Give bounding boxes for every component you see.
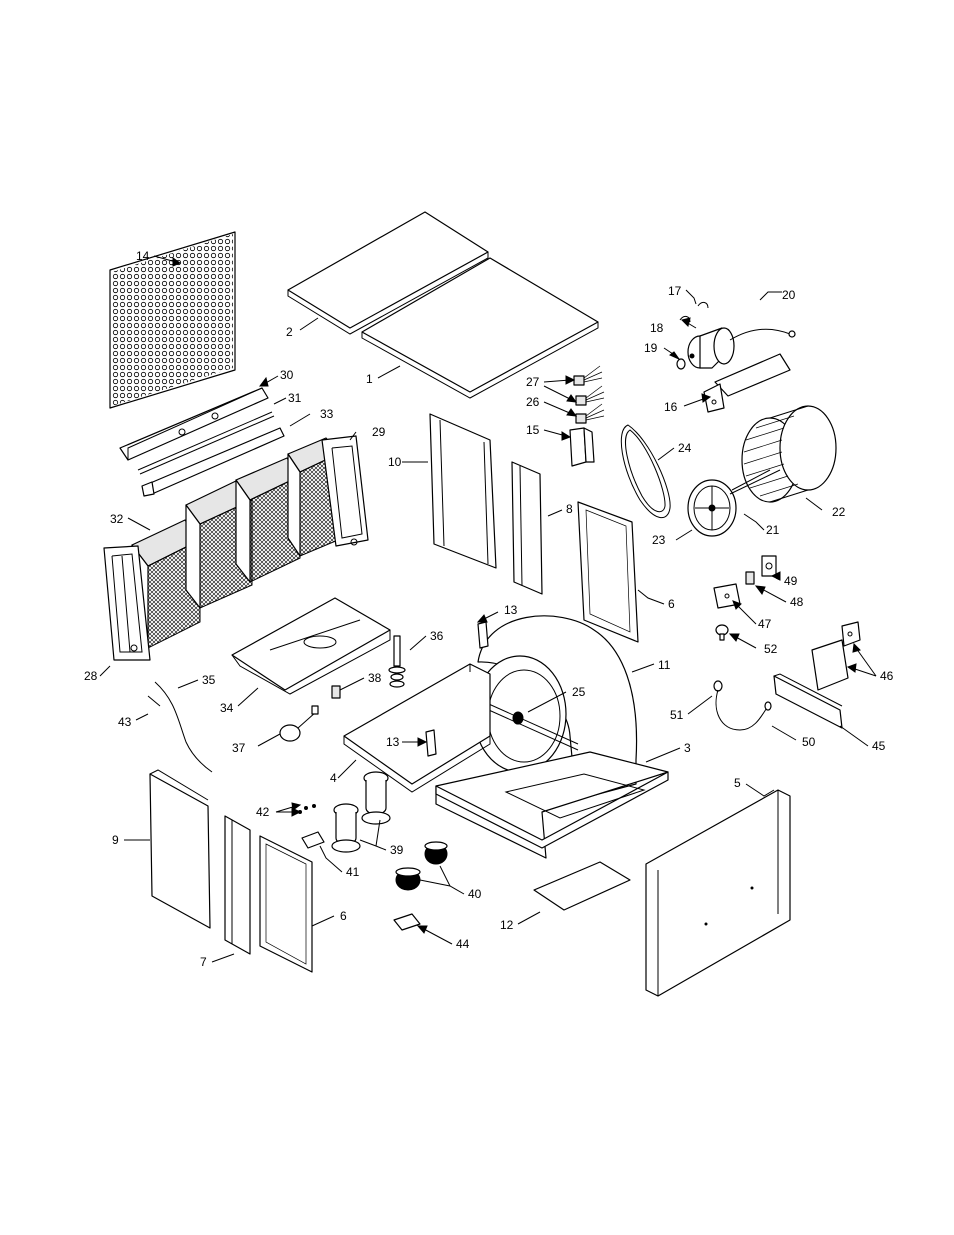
part-13-bracket-lower [426, 730, 436, 756]
callout-12: 12 [500, 918, 514, 932]
callout-33: 33 [320, 407, 334, 421]
callout-36: 36 [430, 629, 444, 643]
callout-46: 46 [880, 669, 894, 683]
part-19-washer [677, 359, 685, 369]
callout-3: 3 [684, 741, 691, 755]
callout-24: 24 [678, 441, 692, 455]
callout-40: 40 [468, 887, 482, 901]
callout-5: 5 [734, 776, 741, 790]
callout-6-lower: 6 [340, 909, 347, 923]
part-37-float-valve [280, 706, 318, 741]
part-34-water-pan [232, 598, 390, 694]
callout-34: 34 [220, 701, 234, 715]
part-26-wire-connector [576, 404, 604, 423]
callout-13-lower: 13 [386, 735, 400, 749]
callout-19: 19 [644, 341, 658, 355]
callout-26: 26 [526, 395, 540, 409]
callout-48: 48 [790, 595, 804, 609]
part-52-plug [716, 625, 728, 640]
part-6-lower-panel [260, 836, 312, 972]
callout-22: 22 [832, 505, 846, 519]
part-49-switch-plate [762, 556, 776, 576]
callout-47: 47 [758, 617, 772, 631]
callout-49: 49 [784, 574, 798, 588]
callout-13-upper: 13 [504, 603, 518, 617]
part-48-switch [746, 572, 754, 584]
part-40-pump-screens [396, 842, 447, 890]
callout-39: 39 [390, 843, 404, 857]
part-36-overflow-drain [389, 636, 405, 687]
callout-52: 52 [764, 642, 778, 656]
callout-1: 1 [366, 372, 373, 386]
part-12-access-plate [534, 862, 630, 910]
part-22-blower-wheel [732, 406, 836, 502]
callout-9: 9 [112, 833, 119, 847]
callout-23: 23 [652, 533, 666, 547]
part-51-fitting [714, 681, 722, 691]
callout-35: 35 [202, 673, 216, 687]
callout-18: 18 [650, 321, 664, 335]
part-4-base-tray [344, 664, 490, 792]
part-25-bearing [513, 712, 523, 724]
part-27-wire-connectors [574, 366, 604, 405]
callout-29: 29 [372, 425, 386, 439]
callout-32: 32 [110, 512, 124, 526]
callout-38: 38 [368, 671, 382, 685]
callout-8: 8 [566, 502, 573, 516]
part-23-pulley [688, 480, 736, 536]
callout-37: 37 [232, 741, 246, 755]
callout-27: 27 [526, 375, 540, 389]
callout-7: 7 [200, 955, 207, 969]
callout-41: 41 [346, 865, 360, 879]
callout-42: 42 [256, 805, 270, 819]
callout-25: 25 [572, 685, 586, 699]
callout-20: 20 [782, 288, 796, 302]
callout-2: 2 [286, 325, 293, 339]
part-10-side-panel [430, 414, 496, 568]
part-6-upper-panel [578, 502, 638, 642]
callout-31: 31 [288, 391, 302, 405]
part-15-bracket [570, 428, 594, 466]
part-50-water-line [716, 690, 771, 730]
part-41-pump-bracket [302, 832, 324, 848]
part-35-bleed-tube [155, 682, 212, 772]
callout-6-upper: 6 [668, 597, 675, 611]
callout-17: 17 [668, 284, 682, 298]
callout-11: 11 [658, 658, 671, 672]
part-9-corner-panel [150, 770, 210, 928]
part-5-rear-panel [646, 790, 790, 996]
callout-21: 21 [766, 523, 780, 537]
part-42-screws [299, 805, 316, 814]
callout-28: 28 [84, 669, 98, 683]
callout-45: 45 [872, 739, 886, 753]
part-3-base-frame [436, 752, 668, 858]
part-38-clip [332, 686, 340, 698]
callout-16: 16 [664, 400, 678, 414]
part-20-power-cord [730, 329, 795, 340]
callout-44: 44 [456, 937, 470, 951]
part-7-narrow-post [225, 816, 250, 954]
callout-51: 51 [670, 708, 684, 722]
part-46-control-box [812, 622, 860, 690]
part-18-motor [688, 328, 734, 368]
part-8-narrow-panel [512, 462, 542, 594]
callout-14: 14 [136, 249, 150, 263]
callout-15: 15 [526, 423, 540, 437]
callout-4: 4 [330, 771, 337, 785]
callout-30: 30 [280, 368, 294, 382]
part-13-bracket-upper [478, 622, 488, 648]
part-24-belt [621, 425, 670, 518]
callout-43: 43 [118, 715, 132, 729]
callout-10: 10 [388, 455, 402, 469]
part-43-rod [148, 696, 160, 706]
callout-50: 50 [802, 735, 816, 749]
part-44-plate [394, 914, 420, 930]
